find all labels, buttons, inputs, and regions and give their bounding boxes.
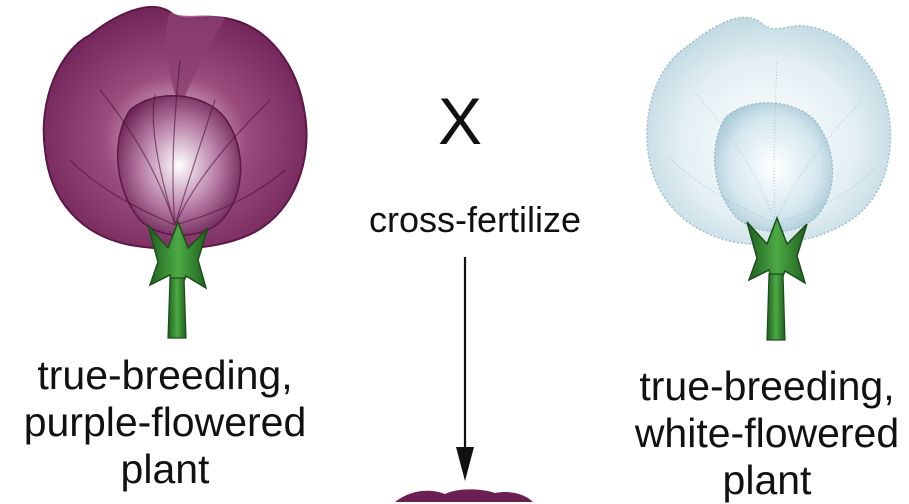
process-label: cross-fertilize — [325, 200, 625, 240]
white-parent-caption: true-breeding, white-flowered plant — [612, 363, 909, 504]
caption-line: true-breeding, — [0, 352, 330, 399]
caption-line: plant — [612, 457, 909, 504]
white-flower-illustration — [625, 8, 909, 348]
caption-line: true-breeding, — [612, 363, 909, 410]
caption-line: plant — [0, 446, 330, 493]
cross-symbol: X — [425, 88, 495, 154]
offspring-flower-top-illustration — [385, 488, 535, 502]
caption-line: white-flowered — [612, 410, 909, 457]
purple-flower-illustration — [20, 0, 330, 345]
down-arrow — [445, 255, 485, 485]
caption-line: purple-flowered — [0, 399, 330, 446]
purple-parent-caption: true-breeding, purple-flowered plant — [0, 352, 330, 493]
